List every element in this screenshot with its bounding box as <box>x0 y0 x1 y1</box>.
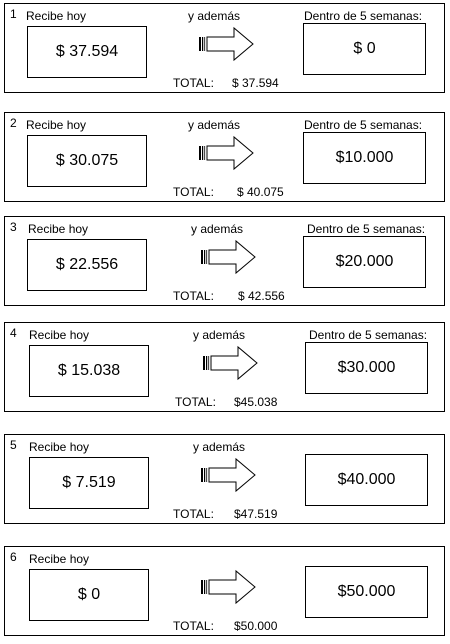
later-amount-box: $30.000 <box>305 342 428 394</box>
today-amount-box: $ 22.556 <box>27 239 147 291</box>
ademas-label: y además <box>188 9 241 23</box>
total-label: TOTAL: <box>173 185 214 199</box>
today-label: Recibe hoy <box>29 440 90 454</box>
today-amount-box: $ 7.519 <box>29 457 149 509</box>
total-amount: $45.038 <box>234 395 278 409</box>
today-amount: $ 15.038 <box>57 362 121 379</box>
today-amount: $ 7.519 <box>62 474 116 491</box>
later-amount-box: $40.000 <box>305 454 428 506</box>
today-amount-box: $ 37.594 <box>27 26 147 78</box>
ademas-label: y además <box>188 118 241 132</box>
option-number: 5 <box>10 438 17 452</box>
total-label: TOTAL: <box>173 289 214 303</box>
later-amount: $10.000 <box>335 149 394 166</box>
ademas-label: y además <box>191 222 244 236</box>
right-arrow-icon <box>203 345 258 381</box>
today-amount: $ 0 <box>77 586 101 603</box>
total-label: TOTAL: <box>173 76 214 90</box>
total-amount: $ 40.075 <box>237 185 284 199</box>
today-label: Recibe hoy <box>26 118 87 132</box>
option-2[interactable]: 2 Recibe hoy y además Dentro de 5 semana… <box>4 112 445 202</box>
right-arrow-icon <box>199 26 254 62</box>
total-amount: $ 42.556 <box>238 289 285 303</box>
later-label: Dentro de 5 semanas: <box>304 9 423 23</box>
option-number: 4 <box>10 326 17 340</box>
today-label: Recibe hoy <box>29 328 90 342</box>
option-1[interactable]: 1 Recibe hoy y además Dentro de 5 semana… <box>4 3 445 93</box>
later-amount-box: $ 0 <box>303 23 426 75</box>
today-amount: $ 22.556 <box>55 256 119 273</box>
option-number: 1 <box>10 7 17 21</box>
today-amount-box: $ 30.075 <box>27 135 147 187</box>
total-amount: $50.000 <box>234 619 278 633</box>
right-arrow-icon <box>201 239 256 275</box>
later-amount: $20.000 <box>335 253 394 270</box>
total-label: TOTAL: <box>173 619 214 633</box>
later-amount-box: $10.000 <box>303 132 426 184</box>
option-number: 6 <box>10 550 17 564</box>
option-5[interactable]: 5 Recibe hoy y además $ 7.519 $40.000 TO… <box>4 434 445 524</box>
today-amount-box: $ 0 <box>29 569 149 621</box>
later-amount-box: $20.000 <box>303 236 426 288</box>
later-label: Dentro de 5 semanas: <box>309 328 428 342</box>
option-number: 3 <box>10 220 17 234</box>
later-amount: $ 0 <box>353 40 376 57</box>
total-amount: $47.519 <box>234 507 278 521</box>
later-amount: $50.000 <box>337 583 396 600</box>
today-amount-box: $ 15.038 <box>29 345 149 397</box>
total-label: TOTAL: <box>173 507 214 521</box>
option-4[interactable]: 4 Recibe hoy y además Dentro de 5 semana… <box>4 322 445 412</box>
total-label: TOTAL: <box>175 395 216 409</box>
right-arrow-icon <box>201 569 256 605</box>
option-6[interactable]: 6 Recibe hoy $ 0 $50.000 TOTAL: $50.000 <box>4 546 445 636</box>
right-arrow-icon <box>199 135 254 171</box>
option-number: 2 <box>10 116 17 130</box>
later-amount: $30.000 <box>337 359 396 376</box>
today-label: Recibe hoy <box>29 552 90 566</box>
later-amount: $40.000 <box>337 471 396 488</box>
today-label: Recibe hoy <box>26 9 87 23</box>
later-label: Dentro de 5 semanas: <box>307 222 426 236</box>
ademas-label: y además <box>193 328 246 342</box>
today-amount: $ 30.075 <box>55 152 119 169</box>
option-3[interactable]: 3 Recibe hoy y además Dentro de 5 semana… <box>4 216 445 306</box>
today-label: Recibe hoy <box>28 222 89 236</box>
total-amount: $ 37.594 <box>232 76 279 90</box>
later-label: Dentro de 5 semanas: <box>304 118 423 132</box>
today-amount: $ 37.594 <box>55 43 119 60</box>
ademas-label: y además <box>193 440 246 454</box>
right-arrow-icon <box>201 457 256 493</box>
later-amount-box: $50.000 <box>305 566 428 618</box>
